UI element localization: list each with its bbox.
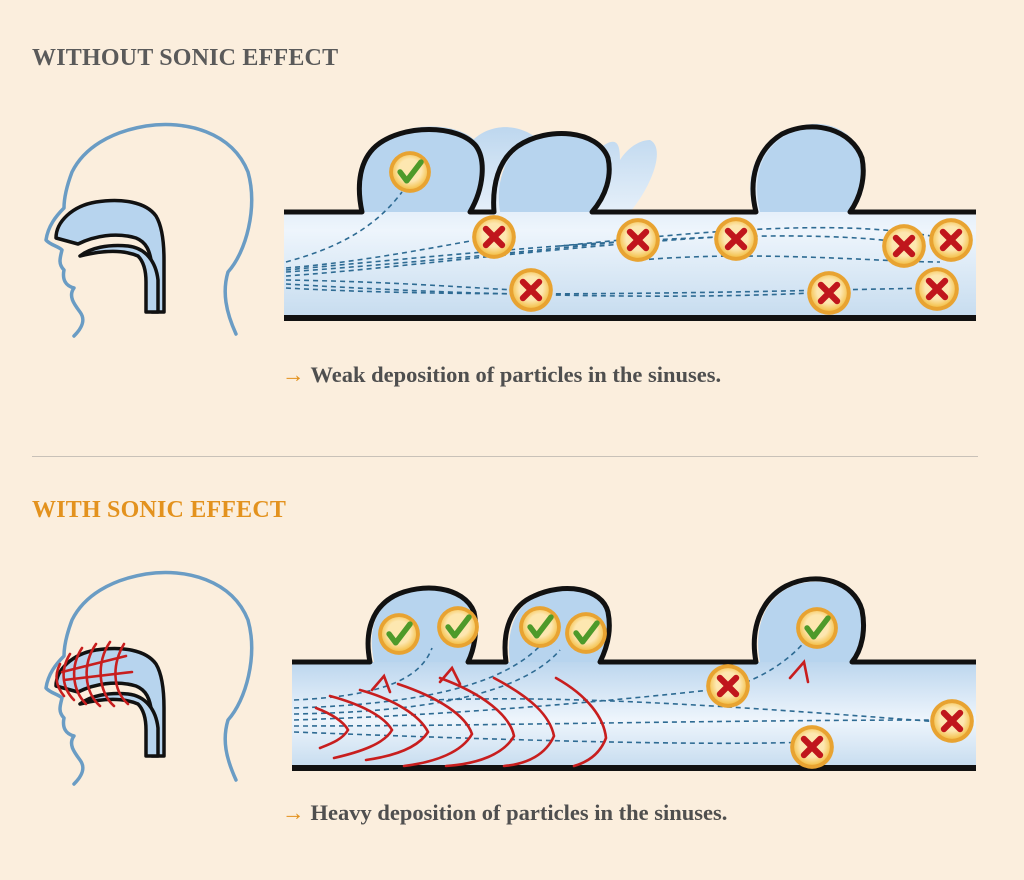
cross-icon	[929, 218, 973, 262]
check-icon	[378, 613, 420, 655]
with-sonic-diagram	[44, 570, 976, 786]
cross-icon	[882, 224, 926, 268]
check-icon	[565, 612, 607, 654]
nasal-cavity	[54, 646, 166, 758]
head-profile	[44, 570, 254, 786]
with-sonic-caption: →Heavy deposition of particles in the si…	[282, 800, 727, 826]
nasal-cavity	[54, 198, 166, 314]
cross-icon	[509, 268, 553, 312]
sonic-waves-tube	[314, 659, 810, 768]
cross-icon	[790, 725, 834, 769]
check-icon	[437, 606, 479, 648]
arrow-icon: →	[282, 800, 305, 825]
cross-icon	[714, 217, 758, 261]
without-sonic-heading: WITHOUT SONIC EFFECT	[32, 45, 339, 71]
sinus-tube	[292, 576, 976, 771]
cross-icon	[930, 699, 974, 743]
caption-text: Weak deposition of particles in the sinu…	[310, 362, 722, 387]
check-icon	[519, 606, 561, 648]
airflow-lines	[293, 639, 951, 745]
cross-icon	[807, 271, 851, 315]
arrow-icon: →	[282, 362, 305, 387]
without-sonic-diagram	[44, 122, 976, 338]
check-icon	[796, 607, 838, 649]
head-profile	[44, 122, 254, 338]
section-divider	[32, 456, 978, 457]
without-sonic-caption: →Weak deposition of particles in the sin…	[282, 362, 721, 388]
cross-icon	[706, 664, 750, 708]
cross-icon	[472, 215, 516, 259]
with-sonic-heading: WITH SONIC EFFECT	[32, 497, 287, 523]
caption-text: Heavy deposition of particles in the sin…	[310, 800, 728, 825]
cross-icon	[915, 267, 959, 311]
check-icon	[389, 151, 431, 193]
cross-icon	[616, 218, 660, 262]
sonic-waves-nose	[55, 640, 134, 708]
